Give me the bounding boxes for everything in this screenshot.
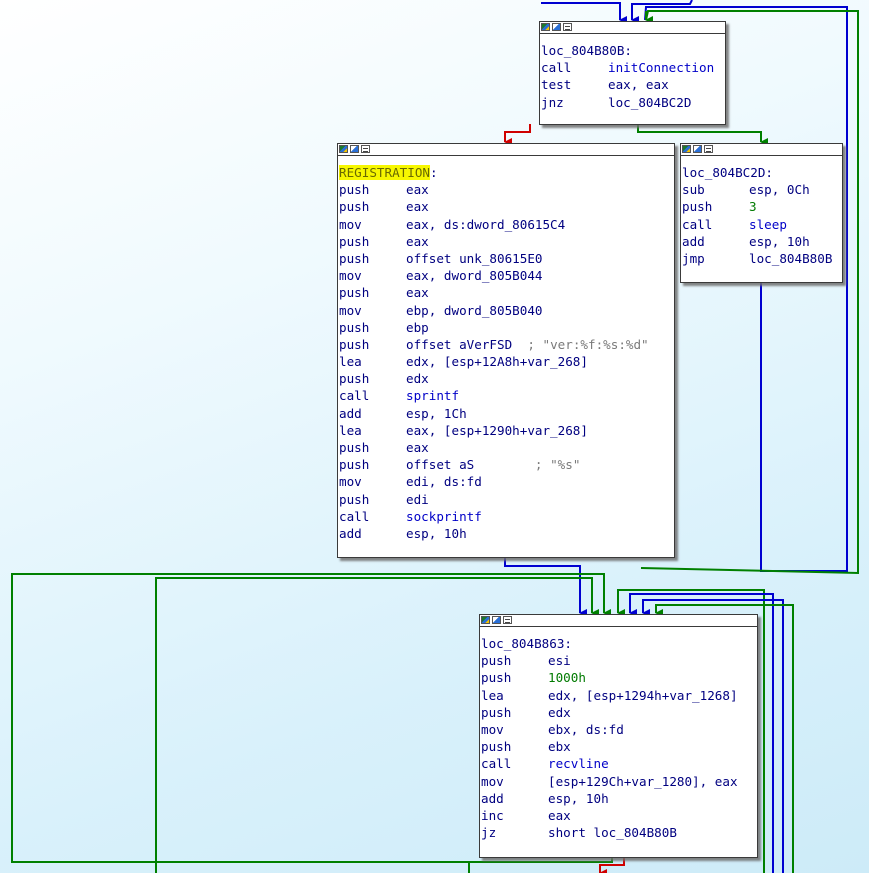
graph-color-icon[interactable] (339, 145, 348, 153)
node-edit-icon[interactable] (492, 616, 501, 624)
block-header (681, 144, 842, 156)
block-header (338, 144, 674, 156)
label-highlight[interactable]: REGISTRATION (339, 165, 430, 180)
node-edit-icon[interactable] (350, 145, 359, 153)
block-label[interactable]: loc_804B863: (481, 636, 572, 651)
block-header (540, 22, 725, 34)
edge-loop-green-r2 (655, 604, 794, 873)
graph-color-icon[interactable] (481, 616, 490, 624)
edge-loop-green-r1 (617, 589, 765, 873)
edge-loop-blue-right (644, 6, 848, 572)
edge-loop-green-left-outer (11, 573, 613, 863)
inline-comment: ; "ver:%f:%s:%d" (527, 336, 649, 352)
edge-loop-blue-r1 (629, 593, 774, 873)
block-label[interactable]: loc_804BC2D: (682, 165, 773, 180)
inline-comment: ; "%s" (534, 457, 581, 473)
edge-loop-green-right (640, 10, 859, 575)
block-header (480, 615, 757, 627)
block-label[interactable]: REGISTRATION: (339, 165, 438, 180)
edge-exit-red (599, 857, 625, 873)
edge-incoming-blue (541, 2, 627, 24)
block-label[interactable]: loc_804B80B: (541, 43, 632, 58)
node-text-icon[interactable] (563, 23, 572, 31)
node-edit-icon[interactable] (693, 145, 702, 153)
edge-loop-green-left-inner (155, 577, 599, 873)
edge-true-to-loc_804BC2D (637, 124, 768, 146)
edge-incoming-blue-2 (631, 0, 693, 24)
edge-loop-blue-r2 (642, 599, 784, 873)
node-text-icon[interactable] (503, 616, 512, 624)
node-text-icon[interactable] (361, 145, 370, 153)
edge-false-to-registration (504, 124, 531, 146)
graph-color-icon[interactable] (541, 23, 550, 31)
edge-registration-to-loc_804B863 (504, 557, 587, 617)
node-edit-icon[interactable] (552, 23, 561, 31)
graph-color-icon[interactable] (682, 145, 691, 153)
node-text-icon[interactable] (704, 145, 713, 153)
instruction-row[interactable]: mov[esp+129Ch+var_1280], eax (481, 773, 738, 789)
